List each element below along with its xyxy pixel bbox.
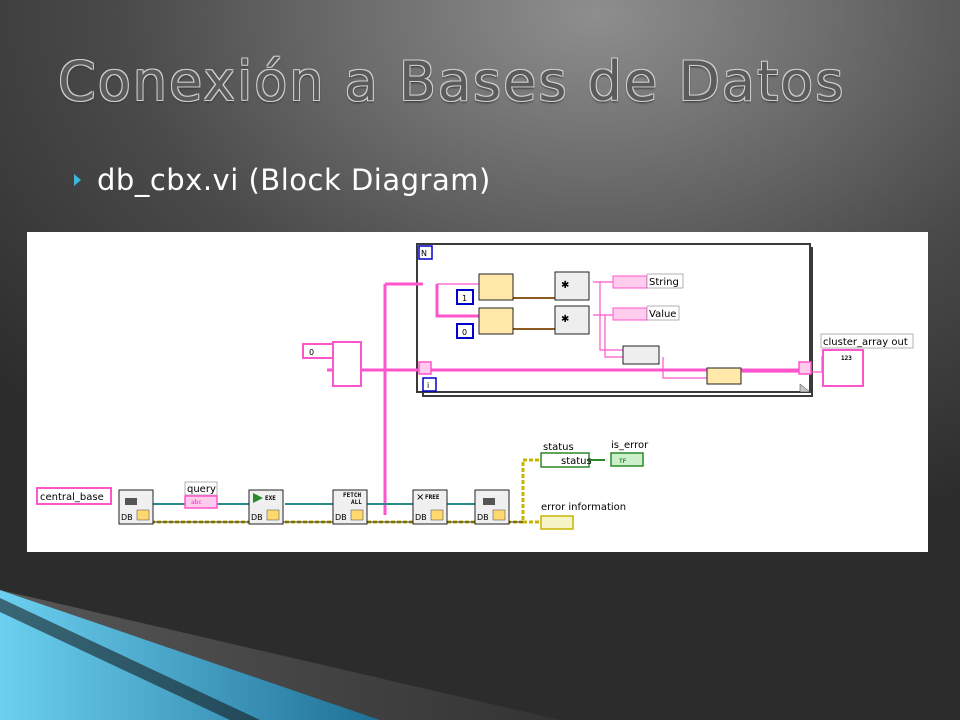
string-indicator-label: String	[649, 277, 679, 288]
bullet-arrow-icon	[74, 174, 81, 186]
db-exec-subvi[interactable]: EXE DB	[248, 489, 284, 525]
query-type-label: abc	[191, 499, 202, 506]
gear-icon: ✱	[561, 280, 569, 291]
db-fetch-sub-label: ALL	[351, 499, 362, 506]
db-fetch-tag: DB	[335, 513, 347, 522]
db-close-label: DB	[477, 513, 489, 522]
db-fetch-label: FETCH	[343, 492, 361, 499]
build-array-node[interactable]	[706, 367, 742, 385]
slide-title: Conexión a Bases de Datos	[58, 50, 846, 113]
query-label: query	[187, 484, 216, 495]
bullet-item: db_cbx.vi (Block Diagram)	[74, 162, 491, 198]
loop-count-terminal[interactable]: N	[418, 245, 433, 260]
index-array-node-2[interactable]	[478, 307, 514, 335]
string-array-constant[interactable]: 0	[302, 341, 362, 387]
db-close-subvi[interactable]: DB	[474, 489, 510, 525]
slide-decoration	[0, 590, 560, 720]
index-zero-value: 0	[462, 328, 467, 337]
cluster-wires	[513, 297, 555, 330]
block-diagram: central_base query abc DB EXE DB FETCH A…	[27, 232, 928, 552]
is-error-caption: is_error	[611, 440, 649, 451]
db-exec-label: EXE	[265, 495, 276, 502]
status-indicator: status status	[540, 442, 592, 468]
loop-iteration-terminal: i	[422, 377, 437, 392]
cluster-type-label: 123	[841, 355, 852, 362]
gear-icon-2: ✱	[561, 314, 569, 325]
db-open-label: DB	[121, 513, 133, 522]
db-fetch-subvi[interactable]: FETCH ALL DB	[332, 489, 368, 525]
status-value: status	[561, 456, 592, 467]
shift-register-right	[798, 361, 812, 375]
index-constant-zero[interactable]: 0	[456, 323, 474, 339]
connection-name-label: central_base	[40, 492, 104, 503]
error-information-indicator: error information	[540, 502, 626, 530]
string-indicator: String	[612, 273, 684, 289]
is-error-type-label: TF	[619, 458, 627, 465]
shift-register-left	[418, 361, 432, 375]
variant-to-data-node-2[interactable]: ✱	[554, 305, 590, 335]
free-x-icon: ×	[416, 492, 424, 503]
db-free-subvi[interactable]: × FREE DB	[412, 489, 448, 525]
db-open-subvi[interactable]: DB	[118, 489, 154, 525]
index-constant-one[interactable]: 1	[456, 289, 474, 305]
value-indicator-label: Value	[649, 309, 676, 320]
deco-blue-wedge	[0, 590, 380, 720]
block-diagram-canvas: central_base query abc DB EXE DB FETCH A…	[36, 243, 914, 530]
string-constant-value: 0	[309, 348, 314, 357]
loop-count-label: N	[421, 249, 427, 258]
query-control[interactable]: query abc	[184, 481, 218, 509]
status-caption: status	[543, 442, 574, 453]
index-array-node-1[interactable]	[478, 273, 514, 301]
error-info-caption: error information	[541, 502, 626, 513]
deco-gray-wedge	[0, 590, 560, 720]
cluster-out-label: cluster_array out	[823, 337, 908, 348]
index-one-value: 1	[462, 294, 467, 303]
connection-name-control[interactable]: central_base	[36, 487, 112, 505]
cluster-array-out-indicator: cluster_array out 123	[820, 333, 914, 387]
db-free-label: FREE	[425, 494, 440, 501]
bullet-text: db_cbx.vi (Block Diagram)	[97, 163, 491, 197]
db-exec-tag: DB	[251, 513, 263, 522]
value-indicator: Value	[612, 305, 680, 321]
bundle-node[interactable]	[622, 345, 660, 365]
loop-iteration-label: i	[427, 381, 429, 390]
db-free-tag: DB	[415, 513, 427, 522]
is-error-indicator: is_error TF	[610, 440, 649, 467]
variant-to-data-node-1[interactable]: ✱	[554, 271, 590, 301]
deco-dark-stripe	[0, 598, 260, 720]
